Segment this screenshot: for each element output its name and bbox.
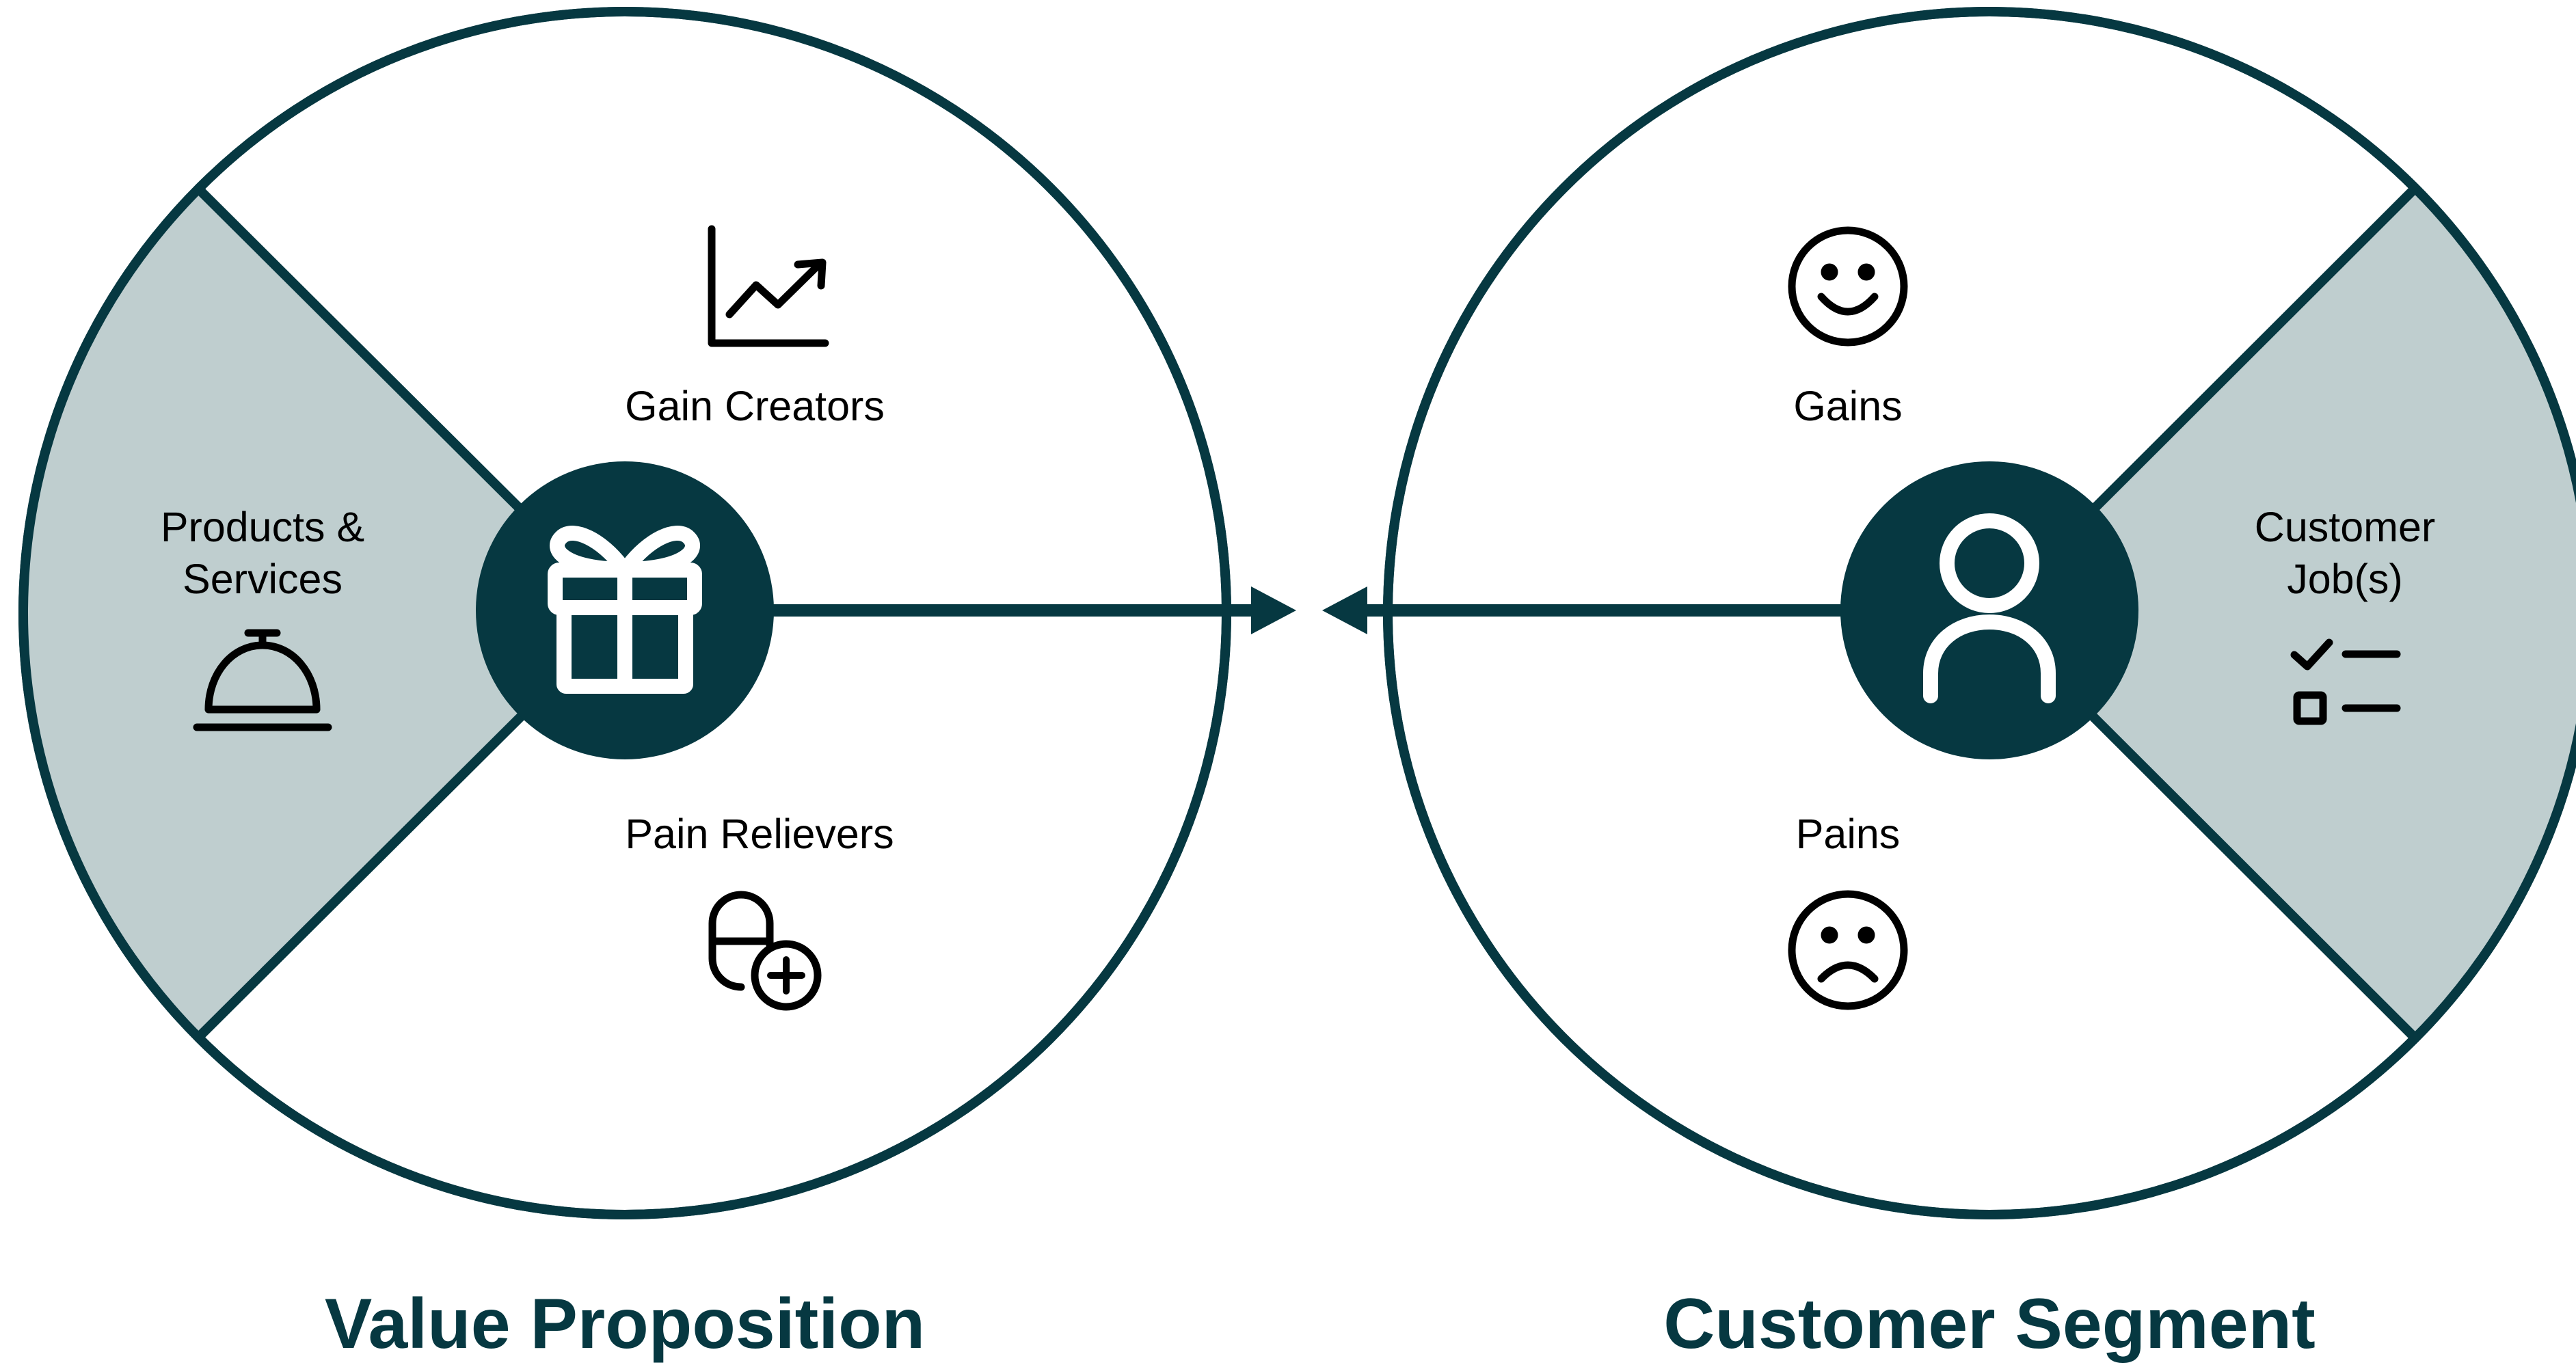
customer-jobs-label-line2: Job(s) [2287, 556, 2402, 602]
pains-segment: Pains [1788, 811, 1908, 1010]
value-proposition-group: Gain Creators Products & Services Pain R… [18, 7, 1296, 1364]
arrow-head-right [1251, 586, 1296, 634]
gift-icon [548, 526, 702, 694]
trending-chart-icon [708, 225, 829, 347]
products-services-segment: Products & Services [161, 504, 364, 731]
frown-face-icon [1788, 890, 1908, 1010]
pain-relievers-label: Pain Relievers [625, 811, 894, 857]
smiley-face-icon [1788, 226, 1908, 347]
customer-jobs-segment: Customer Job(s) [2255, 504, 2435, 725]
gain-creators-segment: Gain Creators [625, 225, 885, 429]
customer-jobs-label-line1: Customer [2255, 504, 2435, 550]
pains-label: Pains [1796, 811, 1901, 857]
checklist-icon [2290, 638, 2401, 725]
user-icon [1923, 513, 2056, 703]
gains-label: Gains [1793, 383, 1902, 429]
value-proposition-title: Value Proposition [325, 1284, 925, 1364]
products-services-wedge [23, 189, 625, 1038]
gain-creators-label: Gain Creators [625, 383, 885, 429]
pain-relievers-segment: Pain Relievers [625, 811, 894, 1011]
service-bell-icon [193, 629, 332, 731]
arrow-head-left [1322, 586, 1367, 634]
customer-segment-group: Gains Customer Job(s) Pains Customer Seg [1322, 7, 2576, 1364]
customer-segment-title: Customer Segment [1663, 1284, 2316, 1364]
products-services-label-line1: Products & [161, 504, 364, 550]
customer-jobs-wedge [1989, 189, 2576, 1038]
gains-segment: Gains [1788, 226, 1908, 429]
products-services-label-line2: Services [183, 556, 343, 602]
pill-plus-icon [708, 891, 822, 1011]
